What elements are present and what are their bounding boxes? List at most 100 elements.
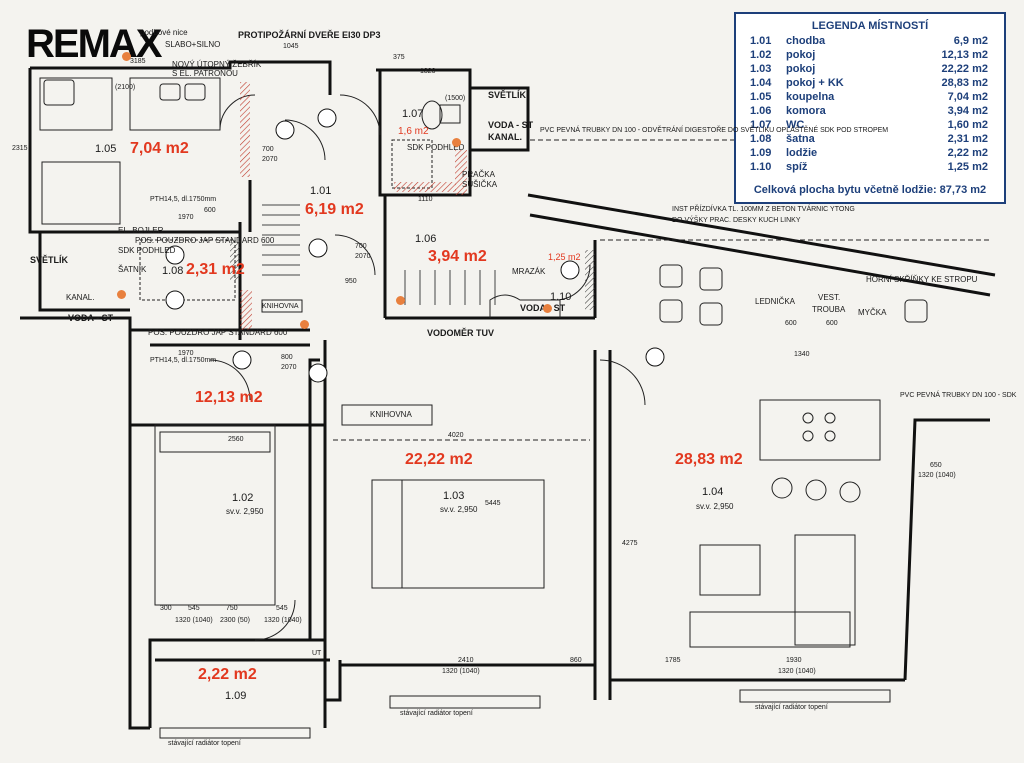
light-well-label-2: SVĚTLÍK [30,255,69,265]
room-area-103: 22,22 m2 [405,451,473,468]
dimension: 600 [785,320,797,327]
pocket-door-label-2: POS. POUZDRO JAP STANDARD 600 [148,328,288,337]
marker-dot [543,304,552,313]
legend-id: 1.06 [750,105,772,117]
light-well-label: SVĚTLÍK [488,90,527,100]
dimension: 2070 [355,253,371,260]
legend-area: 7,04 m2 [947,91,988,103]
legend-area: 3,94 m2 [947,105,988,117]
inst-label: INST PŘÍZDÍVKA TL. 100MM Z BETON TVÁRNIC… [672,206,855,213]
marker-dot [452,138,461,147]
dimension: 950 [345,278,357,285]
legend-area: 1,25 m2 [947,161,988,173]
pvc-pipes-label-2: PVC PEVNÁ TRUBKY DN 100 - SDK [900,392,1017,399]
legend-name: pokoj [786,49,816,61]
freezer-label: MRAZÁK [512,267,546,276]
radiator-label-1: stávající radiátor topení [400,710,473,717]
room-id-109: 1.09 [225,690,247,702]
dimension: 700 [355,243,367,250]
fridge-label: LEDNIČKA [755,297,796,306]
legend-area: 2,22 m2 [947,147,988,159]
oven-label: VEST. [818,293,841,302]
voda-st-label-3: VODA - ST [68,313,114,323]
dimension: 600 [826,320,838,327]
room-height-103: sv.v. 2,950 [440,505,478,514]
room-area-106: 3,94 m2 [428,248,487,265]
oven-label-2: TROUBA [812,305,846,314]
room-height-102: sv.v. 2,950 [226,507,264,516]
dimension: 545 [276,605,288,612]
legend-id: 1.08 [750,133,772,145]
bookcase-label-2: KNIHOVNA [370,410,412,419]
washer-label: PRAČKA [462,170,495,179]
nice-label: podbové nice [140,28,188,37]
dimension: 1320 (1040) [175,617,213,624]
legend-name: šatna [786,133,815,145]
slabo-label: SLABO+SILNO [165,40,221,49]
dimension: 1320 [420,68,436,75]
dimension: 2070 [262,156,278,163]
outer-wall [30,60,332,95]
bookcase-label: KNIHOVNA [262,303,299,310]
dimension: 1970 [178,350,194,357]
sdk-label-2: SDK PODHLED [118,246,176,255]
legend-id: 1.03 [750,63,772,75]
dimension: 545 [188,605,200,612]
dimension: 2070 [281,364,297,371]
room-id-108: 1.08 [162,265,184,277]
dimension: (1500) [445,95,466,102]
heater-label-2: PTH14,5, dl.1750mm [150,357,217,364]
marker-dot [300,320,309,329]
legend-id: 1.10 [750,161,772,173]
room-id-106: 1.06 [415,233,437,245]
dimension: 1340 [794,351,810,358]
legend-name: chodba [786,35,826,47]
dimension: 4020 [448,432,464,439]
room-id-101: 1.01 [310,185,332,197]
legend-name: pokoj [786,63,816,75]
legend-area: 2,31 m2 [947,133,988,145]
room-area-110: 1,25 m2 [548,252,581,262]
boiler-label: EL. BOJLER [118,226,164,235]
legend-id: 1.04 [750,77,772,89]
legend-area: 22,22 m2 [941,63,988,75]
room-area-101: 6,19 m2 [305,201,364,218]
dimension: 2300 (50) [220,617,250,624]
ladder-label: NOVÝ ÚTOPNÝ ŽEBŘÍK [172,60,262,69]
dimension: 1320 (1040) [778,668,816,675]
dimension: 1320 (1040) [918,472,956,479]
room-id-110: 1.10 [550,291,572,303]
dimension: 1320 (1040) [442,668,480,675]
radiator-label-2: stávající radiátor topení [168,740,241,747]
room-id-104: 1.04 [702,486,724,498]
dimension: (2100) [115,84,136,91]
ladder-label-2: S EL. PATRONOU [172,69,238,78]
room-id-105: 1.05 [95,143,117,155]
pvc-pipes-label: PVC PEVNÁ TRUBKY DN 100 - ODVĚTRÁNÍ DIGE… [540,127,889,134]
room-area-108: 2,31 m2 [186,261,245,278]
wardrobe-label: ŠATNÍK [118,265,147,274]
room-area-102: 12,13 m2 [195,389,263,406]
marker-dot [396,296,405,305]
dimension: 2315 [12,145,28,152]
legend-name: WC [786,119,805,131]
dimension: 3185 [130,58,146,65]
dryer-label: SUŠIČKA [462,180,498,189]
dimension: 600 [204,207,216,214]
inst-label-2: DO VÝŠKY PRAC. DESKY KUCH LINKY [672,217,801,224]
dimension: 700 [262,146,274,153]
legend-name: pokoj + KK [786,77,844,89]
heater-label-1: PTH14,5, dl.1750mm [150,196,217,203]
legend-area: 1,60 m2 [947,119,988,131]
radiator-label-3: stávající radiátor topení [755,704,828,711]
kanal-label-2: KANAL. [66,293,95,302]
pocket-door-label: POS. POUZDRO JAP STANDARD 600 [135,236,275,245]
legend-name: lodžie [786,147,818,159]
legend-name: spíž [786,161,808,173]
